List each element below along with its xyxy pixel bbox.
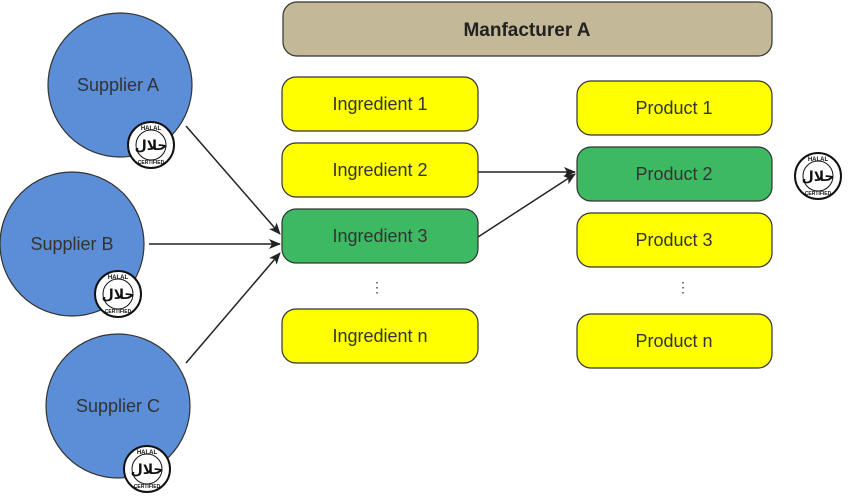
svg-text:حلال: حلال [802,169,835,185]
arrow-supplier-c-to-ingredient-3 [185,252,281,364]
svg-text:حلال: حلال [131,462,164,478]
manufacturer-label: Manfacturer A [463,20,590,41]
ingredient-3-label: Ingredient 3 [332,226,427,246]
ingredient-1-label: Ingredient 1 [332,94,427,114]
supplier-a-label: Supplier A [77,75,159,95]
ingredient-n-box: Ingredient n [281,308,479,364]
ingredient-3-box: Ingredient 3 [281,208,479,264]
svg-text:حلال: حلال [102,287,135,303]
ingredient-2-label: Ingredient 2 [332,160,427,180]
svg-text:HALAL: HALAL [108,275,129,281]
product-2-box: Product 2 [576,146,773,202]
ingredient-2-box: Ingredient 2 [281,142,479,198]
svg-text:HALAL: HALAL [141,126,162,132]
product-1-box: Product 1 [576,80,773,136]
product-3-box: Product 3 [576,212,773,268]
product-2-label: Product 2 [635,164,712,184]
product-ellipsis: ⋮ [676,279,690,295]
product-1-label: Product 1 [635,98,712,118]
svg-text:CERTIFIED: CERTIFIED [105,309,132,315]
halal-seal-supplier-c-icon: HALAL حلال CERTIFIED [123,445,171,493]
svg-text:CERTIFIED: CERTIFIED [134,484,161,490]
flow-arrows [149,125,576,364]
supplier-c-label: Supplier C [76,396,160,416]
svg-text:CERTIFIED: CERTIFIED [138,160,165,166]
svg-text:CERTIFIED: CERTIFIED [805,191,832,197]
product-n-box: Product n [576,313,773,369]
ingredient-ellipsis: ⋮ [370,279,384,295]
svg-text:حلال: حلال [135,138,168,154]
ingredient-n-label: Ingredient n [332,326,427,346]
product-3-label: Product 3 [635,230,712,250]
manufacturer-header: Manfacturer A [282,1,773,57]
supplier-c: Supplier C [45,333,191,479]
halal-seal-product-2-icon: HALAL حلال CERTIFIED [794,152,842,200]
halal-seal-supplier-b-icon: HALAL حلال CERTIFIED [94,270,142,318]
svg-text:HALAL: HALAL [137,450,158,456]
product-n-label: Product n [635,331,712,351]
arrow-supplier-a-to-ingredient-3 [185,125,281,235]
supplier-b-label: Supplier B [30,234,113,254]
arrow-ingredient-3-to-product-2 [477,173,576,238]
svg-text:HALAL: HALAL [808,157,829,163]
supplier-a: Supplier A [47,12,193,158]
halal-seal-supplier-a-icon: HALAL حلال CERTIFIED [127,121,175,169]
ingredient-1-box: Ingredient 1 [281,76,479,132]
